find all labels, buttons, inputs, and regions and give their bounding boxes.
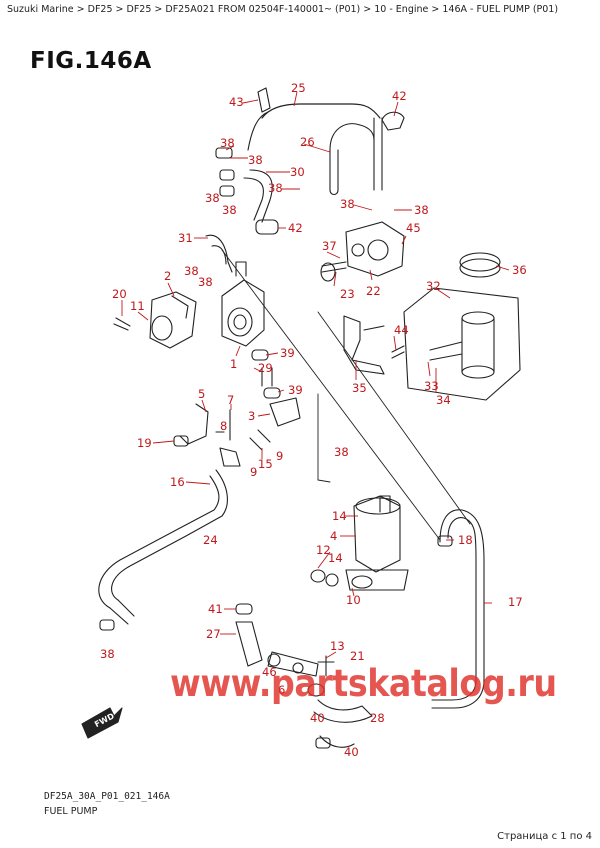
callout: 11 bbox=[130, 299, 145, 313]
callout: 27 bbox=[206, 627, 221, 641]
callout: 18 bbox=[458, 533, 473, 547]
callout: 31 bbox=[178, 231, 193, 245]
pagination: Страница с 1 по 4 bbox=[497, 831, 592, 842]
callout: 28 bbox=[370, 711, 385, 725]
breadcrumb: Suzuki Marine > DF25 > DF25 > DF25A021 F… bbox=[7, 4, 559, 15]
callout: 13 bbox=[330, 639, 345, 653]
callout: 45 bbox=[406, 221, 421, 235]
callout: 5 bbox=[198, 387, 205, 401]
callout: 14 bbox=[332, 509, 347, 523]
callout: 20 bbox=[112, 287, 127, 301]
drawing-code: DF25A_30A_P01_021_146A bbox=[44, 791, 170, 802]
callout: 6 bbox=[278, 683, 285, 697]
callout: 25 bbox=[291, 81, 306, 95]
callout: 17 bbox=[508, 595, 523, 609]
callout: 40 bbox=[310, 711, 325, 725]
callout: 33 bbox=[424, 379, 439, 393]
callout: 39 bbox=[288, 383, 303, 397]
callout: 38 bbox=[184, 264, 199, 278]
callout: 36 bbox=[512, 263, 527, 277]
callout: 43 bbox=[229, 95, 244, 109]
watermark: www.partskatalog.ru bbox=[170, 662, 557, 705]
part-group-name: FUEL PUMP bbox=[44, 806, 98, 817]
callout: 37 bbox=[322, 239, 337, 253]
callout: 42 bbox=[288, 221, 303, 235]
callout: 22 bbox=[366, 284, 381, 298]
callout: 10 bbox=[346, 593, 361, 607]
callout: 21 bbox=[350, 649, 365, 663]
callout: 38 bbox=[334, 445, 349, 459]
callout: 1 bbox=[230, 357, 237, 371]
callout: 7 bbox=[227, 393, 234, 407]
callout: 38 bbox=[198, 275, 213, 289]
callout-layer: 43 25 42 38 26 38 30 38 38 38 38 38 42 3… bbox=[100, 81, 527, 759]
callout: 42 bbox=[392, 89, 407, 103]
callout: 23 bbox=[340, 287, 355, 301]
callout: 35 bbox=[352, 381, 367, 395]
callout: 16 bbox=[170, 475, 185, 489]
callout: 38 bbox=[340, 197, 355, 211]
callout: 29 bbox=[258, 361, 273, 375]
callout: 12 bbox=[316, 543, 331, 557]
callout: 38 bbox=[248, 153, 263, 167]
callout: 41 bbox=[208, 602, 223, 616]
callout: 38 bbox=[205, 191, 220, 205]
callout: 19 bbox=[137, 436, 152, 450]
callout: 46 bbox=[262, 665, 277, 679]
callout: 39 bbox=[280, 346, 295, 360]
callout: 38 bbox=[414, 203, 429, 217]
callout: 38 bbox=[268, 181, 283, 195]
callout: 38 bbox=[100, 647, 115, 661]
callout: 32 bbox=[426, 279, 441, 293]
callout: 8 bbox=[220, 419, 227, 433]
callout: 26 bbox=[300, 135, 315, 149]
callout: 44 bbox=[394, 323, 409, 337]
callout: 38 bbox=[220, 136, 235, 150]
callout: 9 bbox=[276, 449, 283, 463]
figure-title: FIG.146A bbox=[30, 48, 152, 74]
callout: 30 bbox=[290, 165, 305, 179]
callout: 9 bbox=[250, 465, 257, 479]
callout: 24 bbox=[203, 533, 218, 547]
callout: 14 bbox=[328, 551, 343, 565]
callout: 4 bbox=[330, 529, 337, 543]
callout: 38 bbox=[222, 203, 237, 217]
callout: 40 bbox=[344, 745, 359, 759]
callout: 34 bbox=[436, 393, 451, 407]
callout: 2 bbox=[164, 269, 171, 283]
callout: 3 bbox=[248, 409, 255, 423]
callout: 15 bbox=[258, 457, 273, 471]
